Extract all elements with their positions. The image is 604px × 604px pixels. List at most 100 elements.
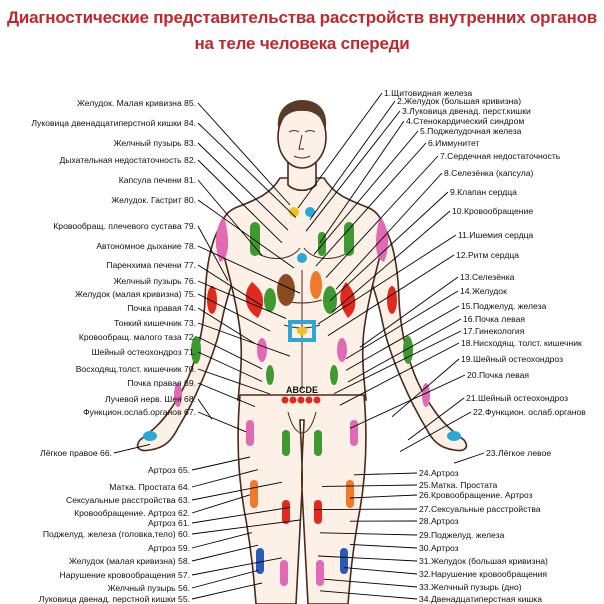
left-label-79: Кровообращ. плечевого сустава 79.: [53, 221, 196, 231]
left-label-66: Лёгкое правое 66.: [40, 448, 112, 458]
leader-line-right: [297, 92, 383, 209]
leader-line-right: [407, 397, 465, 441]
right-label-9: 9.Клапан сердца: [450, 187, 517, 197]
leader-line-left: [191, 519, 301, 535]
right-label-6: 6.Иммунитет: [428, 138, 479, 148]
leader-line-right: [319, 120, 405, 244]
right-label-30: 30.Артроз: [419, 543, 459, 553]
right-label-10: 10.Кровообращение: [452, 206, 533, 216]
right-label-34: 34.Двенадцатиперстная кишка: [419, 594, 542, 604]
leader-line-right: [323, 578, 418, 588]
left-label-64: Матка. Простата 64.: [109, 482, 190, 492]
right-label-29: 29.Поджелуд. железа: [419, 530, 505, 540]
left-label-84: Луковица двенадцатиперстной кишки 84.: [31, 118, 196, 128]
right-label-32: 32.Нарушение кровообращения: [419, 569, 547, 579]
leader-line-left: [197, 245, 301, 294]
leader-line-left: [197, 382, 256, 408]
leader-lines: [113, 92, 485, 600]
leader-line-left: [197, 322, 291, 357]
leader-line-right: [349, 494, 418, 499]
right-label-18: 18.Нисходящ. толст. кишечник: [461, 338, 582, 348]
leader-line-right: [335, 172, 443, 290]
leader-line-right: [399, 411, 472, 452]
right-label-15: 15.Поджелуд. железа: [461, 301, 547, 311]
leader-line-right: [345, 305, 460, 371]
leader-line-right: [359, 276, 459, 348]
leader-line-right: [321, 484, 418, 487]
left-label-82: Дыхательная недостаточность 82.: [59, 155, 196, 165]
left-label-77: Паренхима печени 77.: [106, 260, 196, 270]
left-label-71: Шейный остеохондроз 71.: [92, 347, 196, 357]
right-label-4: 4.Стенокардический синдром: [406, 116, 524, 126]
leader-line-right: [349, 543, 418, 549]
left-label-67: Функцион.ослаб.органов 67.: [83, 407, 196, 417]
leader-line-left: [197, 336, 263, 370]
leader-line-right: [325, 155, 439, 278]
left-label-57: Нарушение кровообращения 57.: [60, 570, 190, 580]
right-label-28: 28.Артроз: [419, 516, 459, 526]
right-label-1: 1.Щитовидная железа: [384, 88, 472, 98]
left-label-81: Капсула печени 81.: [119, 175, 196, 185]
leader-line-left: [191, 494, 251, 514]
right-label-13: 13.Селезёнка: [460, 272, 515, 282]
right-label-25: 25.Матка. Простата: [419, 480, 498, 490]
leader-line-right: [343, 567, 418, 575]
leader-line-right: [317, 234, 457, 325]
right-label-21: 21.Шейный остеохондроз: [466, 393, 568, 403]
right-label-16: 16.Почка левая: [463, 314, 525, 324]
leader-line-right: [345, 290, 459, 360]
right-label-26: 26.Кровообращение. Артроз: [419, 490, 533, 500]
right-label-3: 3.Луковица двенад. перст.кишки: [402, 106, 531, 116]
left-label-55: Луковица двенад. перстной кишки 55.: [39, 594, 190, 604]
left-label-73: Тонкий кишечник 73.: [114, 318, 196, 328]
leader-line-left: [197, 179, 263, 256]
left-label-75: Желудок (малая кривизна) 75.: [75, 289, 196, 299]
leader-line-left: [197, 264, 263, 307]
leader-line-right: [313, 508, 418, 511]
left-label-63: Сексуальные расстройства 63.: [66, 495, 190, 505]
right-label-20: 20.Почка левая: [467, 370, 529, 380]
leader-line-left: [197, 368, 271, 395]
leader-line-left: [197, 199, 295, 269]
leader-line-right: [313, 130, 419, 255]
leader-line-left: [197, 351, 263, 382]
right-label-12: 12.Ритм сердца: [456, 250, 519, 260]
leader-line-left: [191, 469, 259, 488]
leader-line-left: [191, 481, 283, 501]
leader-line-right: [349, 374, 466, 429]
leader-line-right: [353, 472, 418, 476]
diagram-title-line1: Диагностические представительства расстр…: [6, 8, 598, 27]
leader-line-left: [191, 506, 291, 524]
leader-line-left: [197, 398, 213, 420]
leader-line-left: [197, 411, 247, 433]
left-label-65: Артроз 65.: [148, 465, 190, 475]
right-label-22: 22.Функцион. ослаб.органов: [473, 407, 586, 417]
left-label-70: Восходящ.толст. кишечник 70.: [76, 364, 196, 374]
left-label-80: Желудок. Гастрит 80.: [111, 195, 196, 205]
right-label-5: 5.Поджелудочная железа: [420, 126, 522, 136]
leader-line-right: [331, 210, 451, 313]
left-label-78: Автономное дыхание 78.: [96, 241, 196, 251]
leader-line-right: [327, 254, 455, 336]
leader-line-right: [309, 100, 396, 220]
leader-line-left: [113, 443, 151, 454]
right-label-19: 19.Шейный остеохондроз: [461, 354, 563, 364]
leader-line-left: [191, 532, 253, 549]
right-label-24: 24.Артроз: [419, 468, 459, 478]
right-label-17: 17.Гинекология: [463, 326, 525, 336]
leader-line-left: [191, 582, 263, 600]
left-label-61: Артроз 61.: [148, 518, 190, 528]
right-label-11: 11.Ишемия сердца: [458, 230, 534, 240]
face: [288, 130, 316, 159]
leader-line-left: [197, 142, 289, 231]
right-label-33: 33.Желчный пузырь (дно): [419, 582, 522, 592]
leader-line-right: [317, 555, 418, 562]
leader-line-right: [329, 191, 449, 302]
right-label-31: 31.Желудок (большая кривизна): [419, 556, 548, 566]
leader-line-left: [197, 102, 291, 206]
hair: [277, 100, 327, 128]
left-label-85: Желудок. Малая кривизна 85.: [77, 98, 196, 108]
zone-letters: ABCDE: [286, 385, 318, 395]
